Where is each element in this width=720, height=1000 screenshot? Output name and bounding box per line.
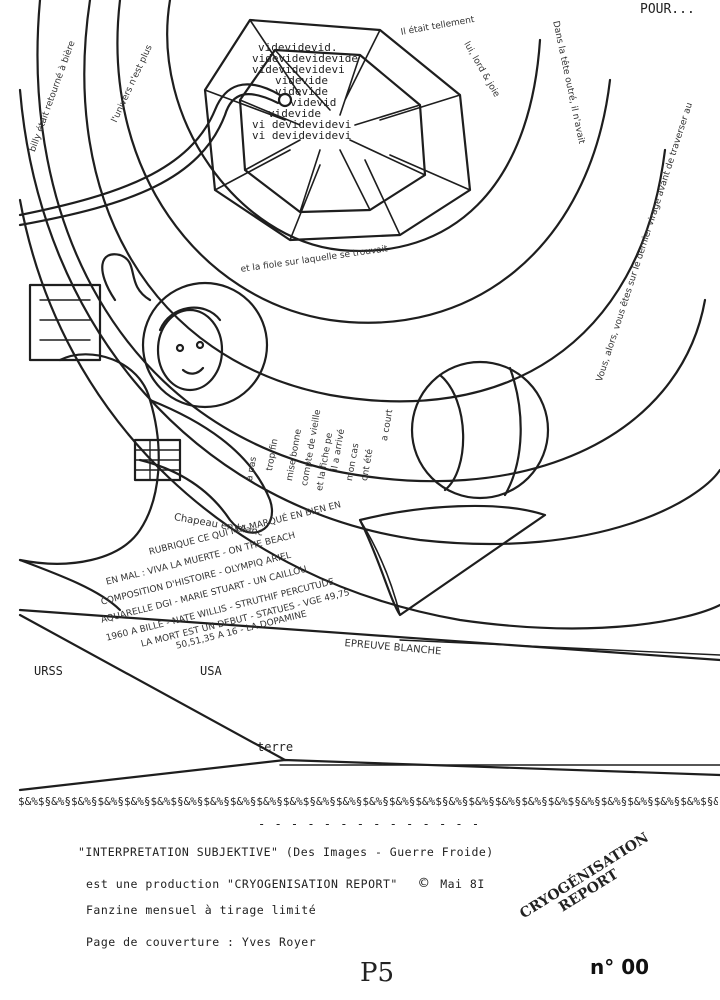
- spiral-band-6: [18, 198, 720, 630]
- astronaut: [18, 281, 273, 612]
- astronaut-leg: [18, 558, 122, 612]
- issue-number: n° 00: [590, 955, 650, 979]
- vide-line: videvide: [268, 107, 321, 120]
- helmet-hose: [101, 253, 152, 302]
- credits-title: "INTERPRETATION SUBJEKTIVE" (Des Images …: [78, 845, 494, 859]
- vide-line: videvidevidevi: [252, 63, 345, 76]
- ground-line-right: [399, 639, 720, 656]
- vortex-blades: [204, 19, 471, 241]
- vide-line: videvide: [275, 74, 328, 87]
- vide-line: vi devidevidevi: [252, 129, 352, 142]
- vide-line: videvidevid.: [258, 41, 338, 54]
- spiral-band-4: [83, 0, 667, 403]
- vide-line: videvidevidevide: [252, 52, 358, 65]
- vortex-eye: [277, 92, 293, 108]
- spiral-band-5: [18, 88, 720, 546]
- spiral-band-1: [36, 0, 707, 483]
- dash-separator: - - - - - - - - - - - - - -: [258, 817, 481, 831]
- page-mark: P5: [360, 958, 395, 988]
- floating-sphere: [410, 360, 550, 500]
- astronaut-face: [156, 308, 224, 392]
- cryogenisation-stamp: CRYOGÉNISATION REPORT: [517, 829, 653, 935]
- ground-line-urss: [18, 613, 287, 762]
- tether-cable-2: [18, 93, 280, 227]
- ground-line-front: [18, 758, 720, 792]
- vide-line: vi devidevidevi: [252, 118, 352, 131]
- astronaut-helmet: [141, 281, 269, 409]
- credits-date: Mai 8I: [440, 877, 485, 891]
- copyright-symbol: ©: [419, 874, 429, 892]
- life-support-box: [28, 283, 102, 362]
- astronaut-hair: [158, 306, 222, 332]
- light-cone: [358, 504, 547, 617]
- credits-fanzine: Fanzine mensuel à tirage limité: [86, 903, 317, 917]
- vide-line: videvid: [290, 96, 337, 109]
- spiral-band-2: [116, 0, 612, 324]
- top-right-pour: POUR...: [640, 2, 695, 17]
- credits-production-text: est une production "CRYOGENISATION REPOR…: [86, 877, 398, 891]
- terre-label: terre: [257, 740, 294, 754]
- astronaut-arm: [138, 398, 273, 534]
- spiral-band-3: [166, 0, 542, 252]
- usa-label: USA: [200, 664, 222, 678]
- symbol-separator: $&%$§&%§$&%§$&%§$&%§$&%$§&%§$&%§$&%§$&%§…: [18, 795, 718, 808]
- credits-cover-artist: Page de couverture : Yves Royer: [86, 935, 317, 949]
- cone-base: [359, 519, 401, 616]
- astronaut-body: [18, 353, 160, 565]
- cover-illustration: [18, 0, 720, 792]
- urss-label: URSS: [34, 664, 63, 678]
- tether-cable: [18, 83, 282, 217]
- vide-line: videvide: [275, 85, 328, 98]
- stamp-line: CRYOGÉNISATION: [517, 829, 652, 923]
- credits-production: est une production "CRYOGENISATION REPOR…: [86, 874, 485, 892]
